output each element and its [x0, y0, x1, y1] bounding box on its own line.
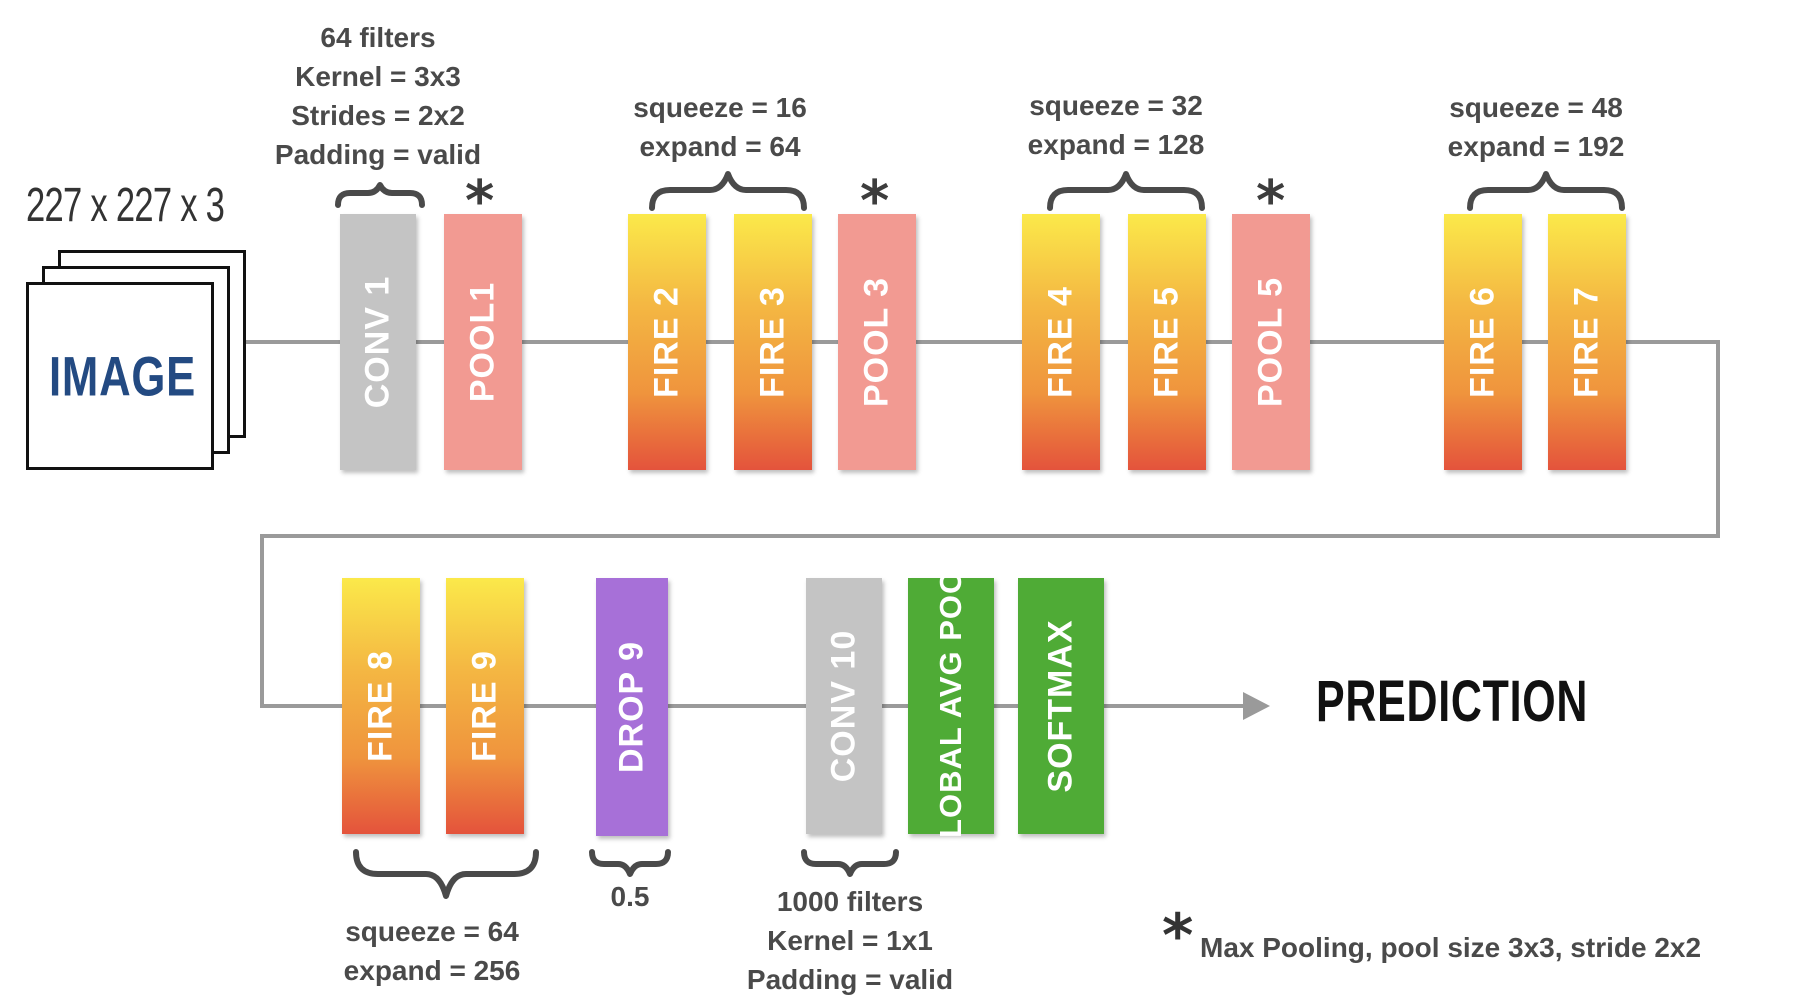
- conv1-annotation: 64 filters Kernel = 3x3 Strides = 2x2 Pa…: [228, 18, 528, 174]
- conv10-label: CONV 10: [824, 629, 863, 783]
- fire45-brace: [1047, 171, 1205, 211]
- fire2-block: FIRE 2: [628, 214, 706, 470]
- prediction-label: PREDICTION: [1316, 669, 1589, 734]
- softmax-label: SOFTMAX: [1041, 619, 1080, 793]
- pool1-block: POOL1: [444, 214, 522, 470]
- drop9-block: DROP 9: [596, 578, 668, 836]
- conv1-brace: [335, 182, 425, 208]
- fire7-label: FIRE 7: [1567, 286, 1606, 398]
- global-avg-pool-block: GLOBAL AVG POOL: [908, 549, 994, 863]
- fire23-squeeze: squeeze = 16: [633, 92, 807, 123]
- fire23-expand: expand = 64: [639, 131, 801, 162]
- fire6-block: FIRE 6: [1444, 214, 1522, 470]
- fire67-brace: [1467, 171, 1625, 211]
- conv10-kernel: Kernel = 1x1: [767, 925, 933, 956]
- output-arrowhead: [1243, 692, 1270, 720]
- fire9-label: FIRE 9: [465, 650, 504, 762]
- fire4-block: FIRE 4: [1022, 214, 1100, 470]
- pool5-block: POOL 5: [1232, 214, 1310, 470]
- input-dimensions: 227 x 227 x 3: [26, 179, 225, 232]
- fire67-squeeze: squeeze = 48: [1449, 92, 1623, 123]
- fire67-annotation: squeeze = 48 expand = 192: [1406, 88, 1666, 166]
- fire3-label: FIRE 3: [753, 286, 792, 398]
- pool5-marker-icon: *: [1256, 169, 1286, 234]
- pool3-label: POOL 3: [857, 276, 896, 408]
- fire89-expand: expand = 256: [343, 955, 521, 986]
- fire9-block: FIRE 9: [446, 578, 524, 834]
- fire89-annotation: squeeze = 64 expand = 256: [302, 912, 562, 990]
- pool3-block: POOL 3: [838, 214, 916, 470]
- fire6-label: FIRE 6: [1463, 286, 1502, 398]
- conv10-padding: Padding = valid: [746, 964, 954, 995]
- conv10-block: CONV 10: [806, 578, 882, 834]
- conv1-block: CONV 1: [340, 214, 416, 470]
- conv1-filters: 64 filters: [320, 22, 436, 53]
- fire23-brace: [649, 171, 807, 211]
- pool5-label: POOL 5: [1251, 276, 1290, 408]
- fire3-block: FIRE 3: [734, 214, 812, 470]
- image-input-card: IMAGE: [26, 282, 214, 470]
- fire5-block: FIRE 5: [1128, 214, 1206, 470]
- fire2-label: FIRE 2: [647, 286, 686, 398]
- drop9-brace: [589, 849, 671, 877]
- fire89-squeeze: squeeze = 64: [345, 916, 519, 947]
- pool3-marker-icon: *: [860, 169, 890, 234]
- drop9-rate: 0.5: [610, 881, 650, 912]
- fire5-label: FIRE 5: [1147, 286, 1186, 398]
- pool1-label: POOL1: [463, 281, 502, 403]
- conv1-kernel: Kernel = 3x3: [295, 61, 461, 92]
- fire45-squeeze: squeeze = 32: [1029, 90, 1203, 121]
- conv1-strides: Strides = 2x2: [291, 100, 465, 131]
- conv1-label: CONV 1: [358, 275, 397, 409]
- fire8-block: FIRE 8: [342, 578, 420, 834]
- fire45-annotation: squeeze = 32 expand = 128: [986, 86, 1246, 164]
- conv10-filters: 1000 filters: [776, 886, 924, 917]
- conv10-annotation: 1000 filters Kernel = 1x1 Padding = vali…: [720, 882, 980, 999]
- fire4-label: FIRE 4: [1041, 286, 1080, 398]
- fire8-label: FIRE 8: [361, 650, 400, 762]
- global-avg-pool-label: GLOBAL AVG POOL: [933, 548, 968, 864]
- fire7-block: FIRE 7: [1548, 214, 1626, 470]
- fire67-expand: expand = 192: [1447, 131, 1625, 162]
- softmax-block: SOFTMAX: [1018, 578, 1104, 834]
- conv10-brace: [801, 849, 899, 877]
- pool1-marker-icon: *: [465, 169, 495, 234]
- fire23-annotation: squeeze = 16 expand = 64: [590, 88, 850, 166]
- legend-text: Max Pooling, pool size 3x3, stride 2x2: [1200, 932, 1702, 963]
- fire45-expand: expand = 128: [1027, 129, 1205, 160]
- image-label: IMAGE: [49, 344, 197, 408]
- conv1-padding: Padding = valid: [274, 139, 482, 170]
- drop9-label: DROP 9: [612, 641, 651, 773]
- fire89-brace: [353, 849, 539, 899]
- legend-star-icon: *: [1162, 901, 1194, 971]
